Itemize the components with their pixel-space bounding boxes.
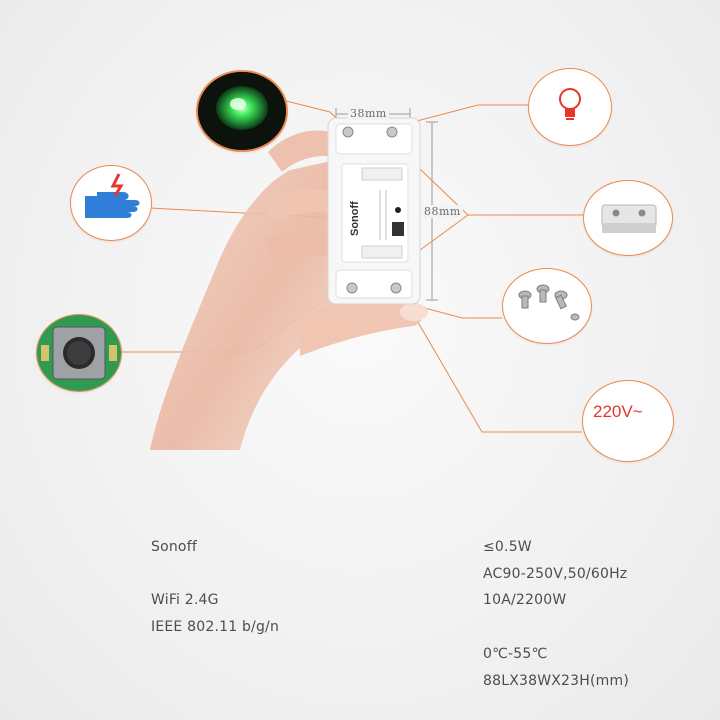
voltage-label: 220V~ [593,402,643,421]
cover-callout [583,180,673,256]
bulb-callout [528,68,612,146]
terminal-cover-icon [601,204,657,233]
green-led-icon [198,72,286,150]
spec-temperature: 0℃-55℃ [483,646,548,662]
led-callout [196,70,288,152]
height-dimension-label: 88mm [422,205,463,218]
width-dimension-label: 38mm [348,107,389,120]
screws-callout [502,268,592,344]
spec-max-load: 10A/2200W [483,592,567,608]
tactile-button-icon [37,315,121,391]
voltage-connector-line [404,299,582,433]
hand-touch-icon [85,173,140,218]
spec-wifi: WiFi 2.4G [151,592,219,608]
spec-dimensions: 88LX38WX23H(mm) [483,673,629,689]
spec-standard: IEEE 802.11 b/g/n [151,619,280,635]
screws-icon [518,284,580,321]
button-callout [36,314,122,392]
light-bulb-icon [559,88,581,120]
device-brand: Sonoff [349,201,361,236]
spec-power: ≤0.5W [483,539,532,555]
bulb-connector-line [389,104,528,129]
voltage-callout [582,380,674,462]
touch-callout [70,165,152,241]
spec-input-voltage: AC90-250V,50/60Hz [483,566,628,582]
spec-product-name: Sonoff [151,539,197,555]
